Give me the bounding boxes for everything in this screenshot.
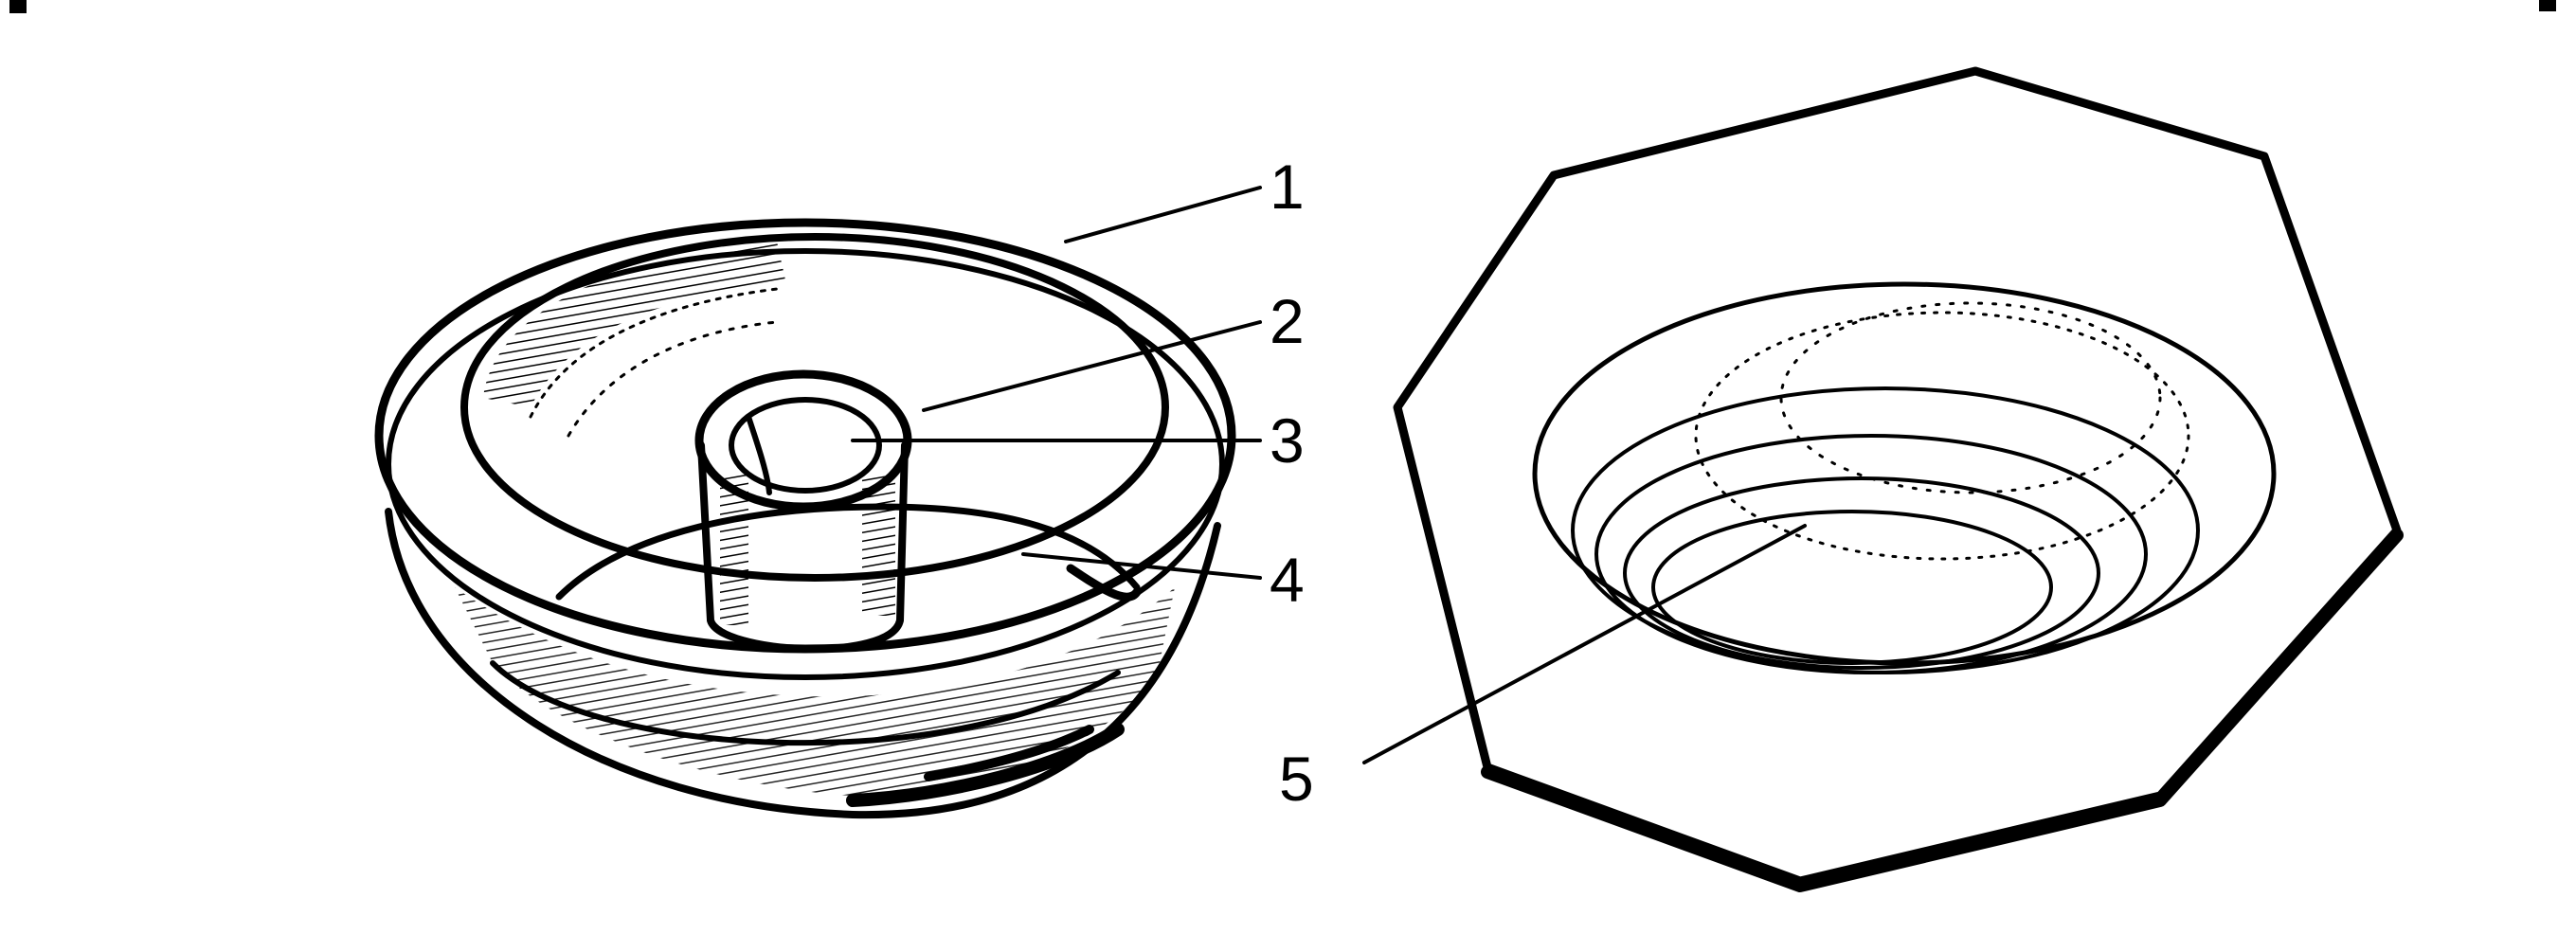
leader-line-2 xyxy=(922,320,1262,412)
octagonal-dish-drawing xyxy=(1393,66,2404,892)
callout-label-3: 3 xyxy=(1270,405,1305,476)
bowl-inner-wall-shading xyxy=(483,242,786,438)
callout-labels: 1 2 3 4 5 xyxy=(1270,152,1314,814)
leader-line-1 xyxy=(1064,186,1262,243)
callout-label-1: 1 xyxy=(1270,152,1305,222)
leader-line-4 xyxy=(1021,552,1262,580)
callout-label-2: 2 xyxy=(1270,286,1305,356)
leader-lines xyxy=(851,186,1807,764)
callout-label-4: 4 xyxy=(1270,545,1305,615)
bowl-mould-drawing xyxy=(374,218,1236,819)
bowl-body-shading xyxy=(455,587,1175,807)
leader-line-5 xyxy=(1362,524,1807,764)
cropped-text-fragment xyxy=(9,0,2556,13)
callout-label-5: 5 xyxy=(1279,744,1314,814)
